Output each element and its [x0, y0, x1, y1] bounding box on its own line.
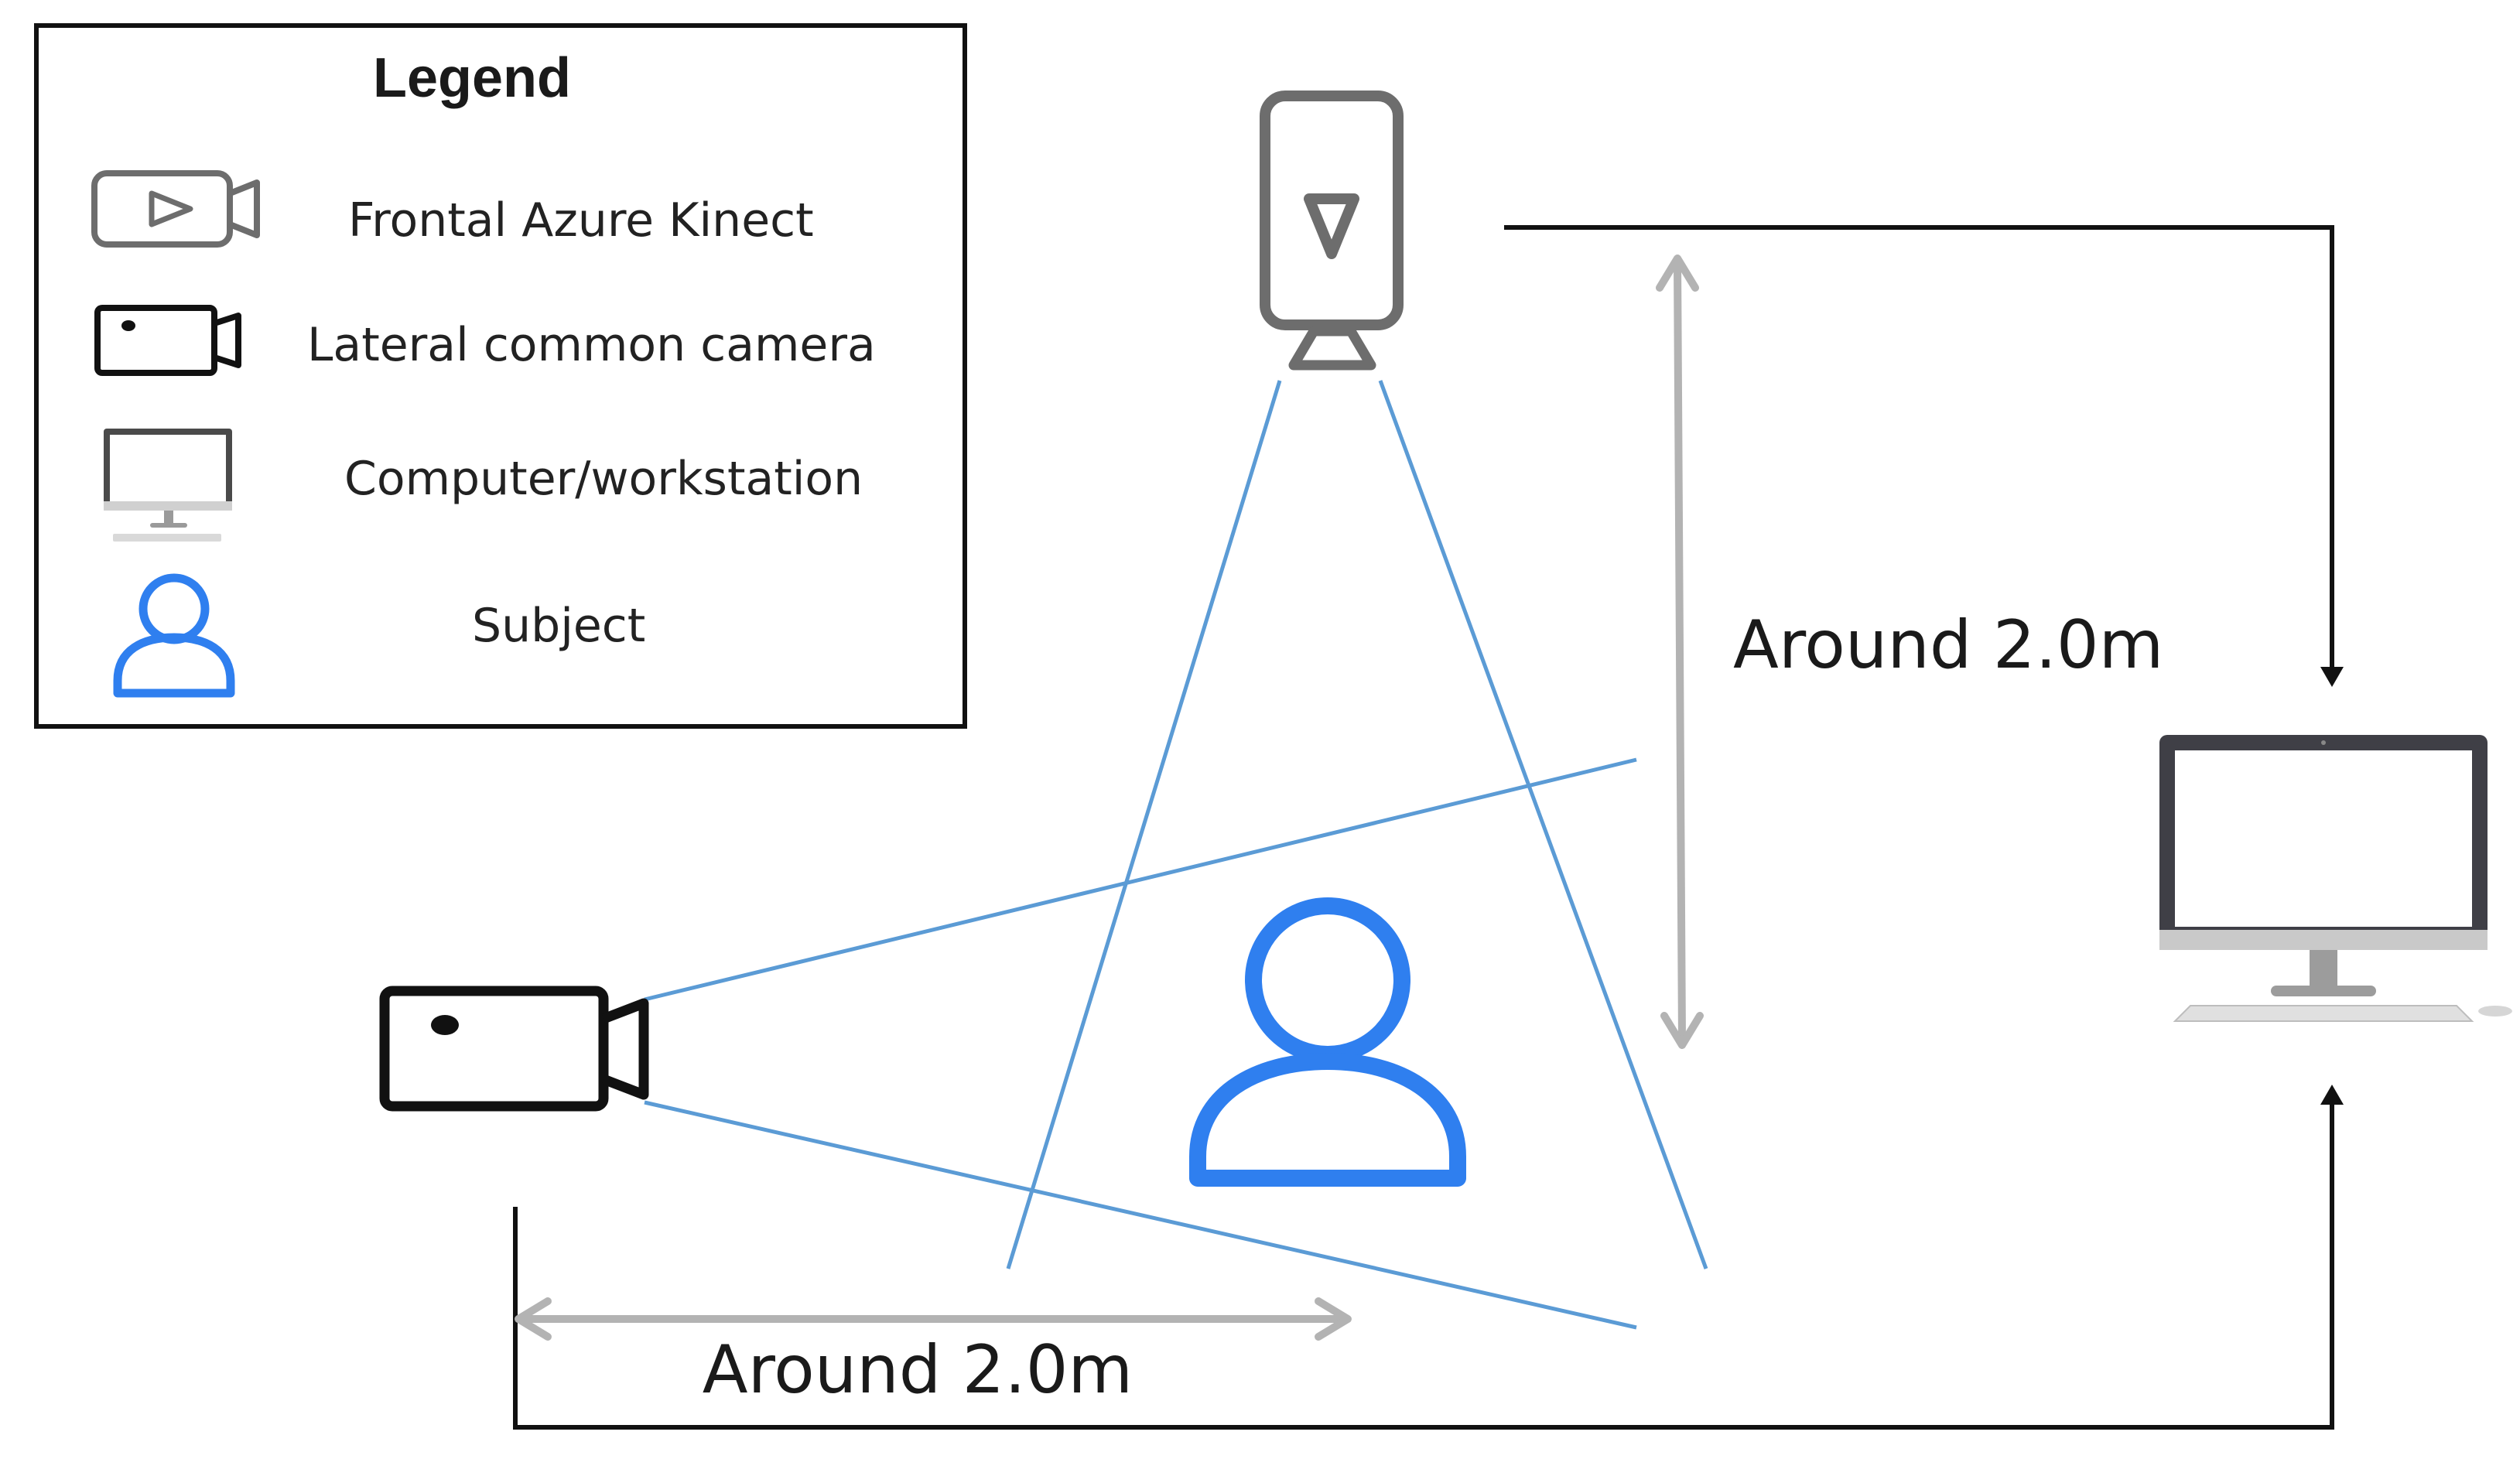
- legend-label-lateral-camera: Lateral common camera: [307, 318, 876, 372]
- azure-kinect-icon: [91, 170, 260, 248]
- lateral-camera-field-of-view: [644, 757, 1637, 1330]
- vertical-dimension-label: Around 2.0m: [1733, 606, 2163, 684]
- legend-label-subject: Subject: [472, 599, 645, 653]
- legend-label-computer: Computer/workstation: [344, 452, 863, 506]
- subject-icon: [113, 573, 235, 698]
- lateral-camera-icon: [94, 305, 241, 376]
- legend: Legend Frontal Azure Kinect Lateral comm…: [34, 23, 967, 729]
- subject-figure: [1189, 897, 1466, 1187]
- horizontal-dimension-arrow: [515, 1297, 1352, 1341]
- frontal-azure-kinect-device: [1260, 91, 1404, 371]
- horizontal-dimension-label: Around 2.0m: [703, 1331, 1133, 1409]
- legend-title: Legend: [373, 47, 571, 109]
- vertical-dimension-arrow: [1656, 255, 1704, 1049]
- computer-icon: [104, 429, 232, 542]
- kinect-to-computer-connection: [1504, 225, 2344, 687]
- computer-workstation-device: [2159, 735, 2512, 1022]
- lateral-camera-device: [379, 986, 649, 1112]
- kinect-field-of-view: [1006, 380, 1708, 1269]
- legend-label-azure-kinect: Frontal Azure Kinect: [348, 193, 814, 248]
